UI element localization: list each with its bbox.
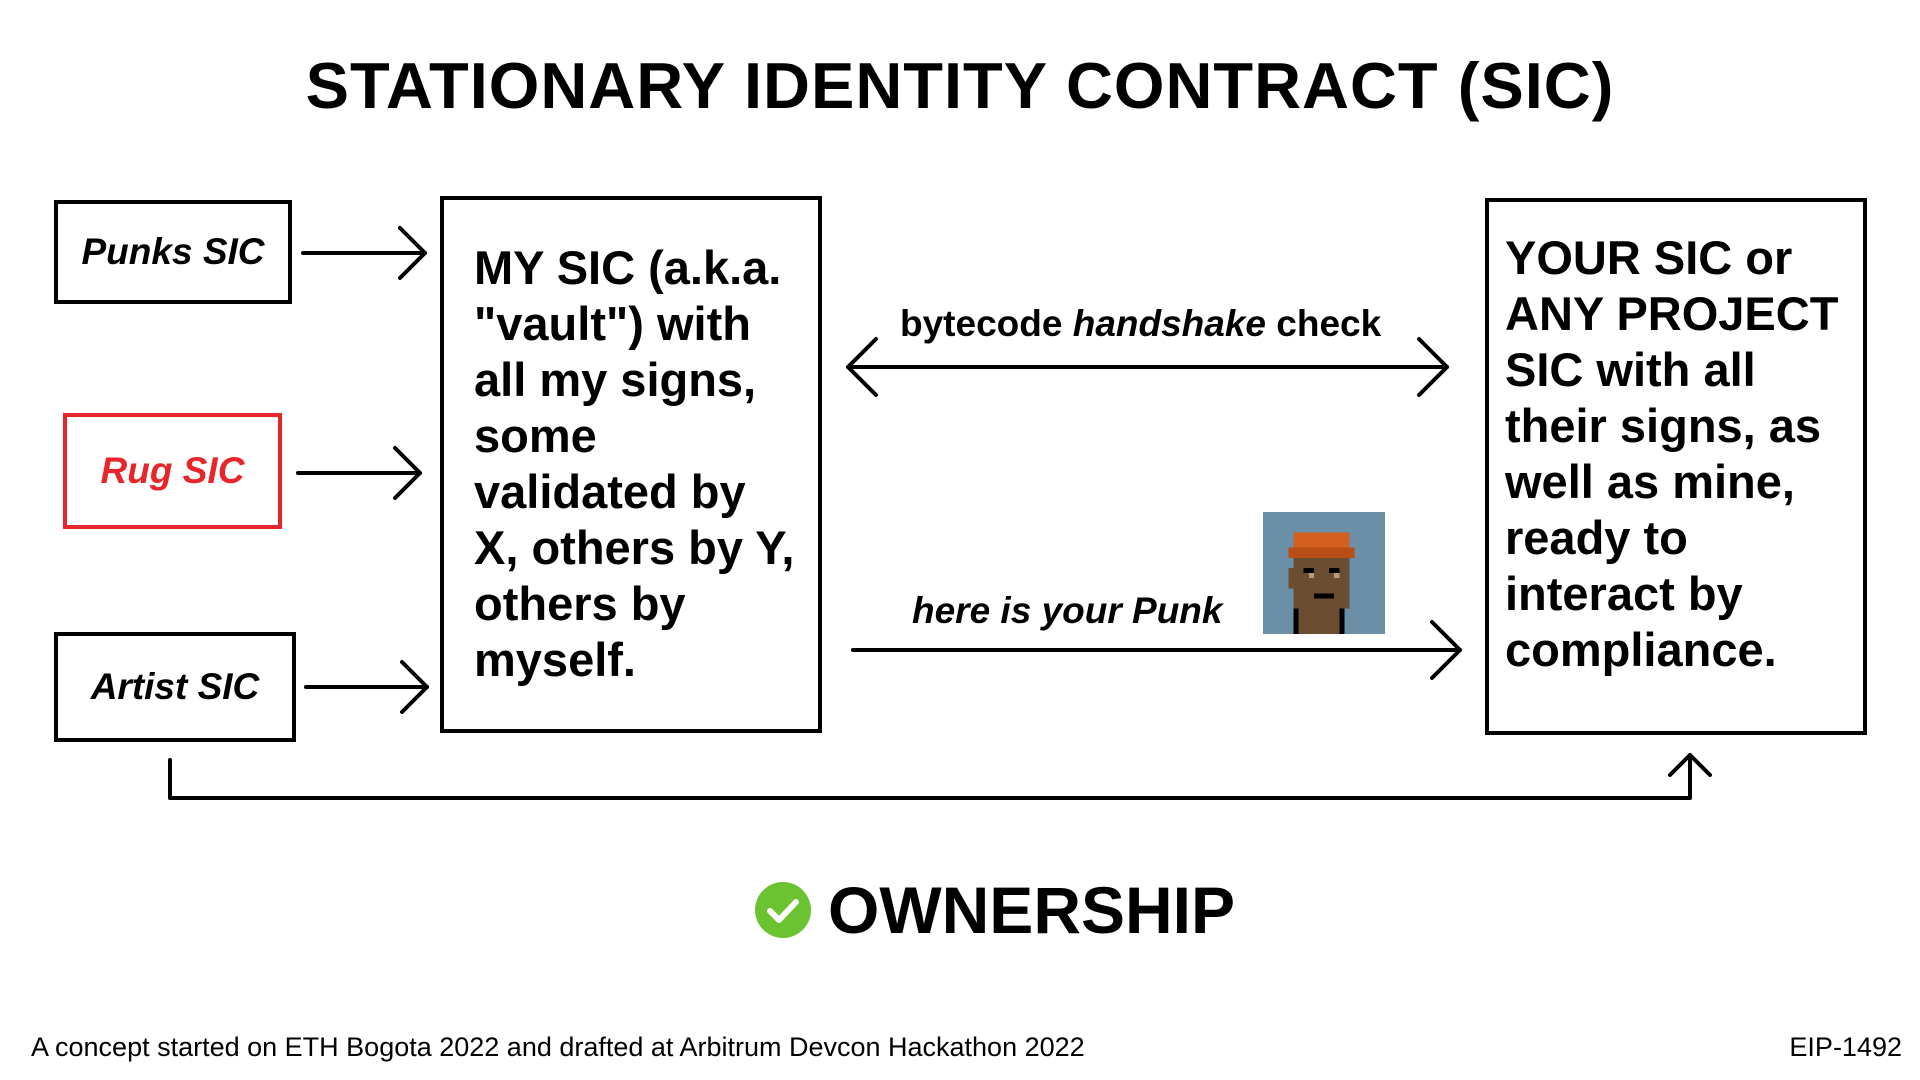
your-sic-box: YOUR SIC or ANY PROJECT SIC with all the… [1485, 198, 1867, 735]
punk-avatar-icon [1263, 512, 1385, 634]
your-sic-text: YOUR SIC or ANY PROJECT SIC with all the… [1505, 231, 1839, 676]
punk-label: here is your Punk [912, 590, 1223, 631]
eip-number: EIP-1492 [1789, 1032, 1902, 1062]
handshake-emphasis: handshake [1072, 303, 1267, 344]
punk-transfer-arrow [851, 620, 1462, 680]
rug-sic-label: Rug SIC [100, 450, 245, 491]
my-sic-text: MY SIC (a.k.a. "vault") with all my sign… [474, 241, 795, 686]
handshake-double-arrow [846, 337, 1449, 397]
cryptopunk-avatar [1263, 512, 1385, 634]
punks-sic-box: Punks SIC [54, 200, 292, 304]
arrow-rug-to-my-sic [296, 446, 422, 500]
ownership-label: OWNERSHIP [828, 873, 1236, 947]
artist-sic-box: Artist SIC [54, 632, 296, 742]
handshake-before: bytecode [900, 303, 1073, 344]
ownership-row: OWNERSHIP [754, 872, 1235, 948]
rug-sic-box: Rug SIC [63, 413, 282, 529]
arrow-punks-to-my-sic [301, 226, 427, 280]
artist-sic-label: Artist SIC [90, 666, 260, 707]
my-sic-box: MY SIC (a.k.a. "vault") with all my sign… [440, 196, 822, 733]
ownership-connector-arrow [168, 753, 1712, 800]
handshake-label: bytecode handshake check [900, 303, 1381, 345]
punks-sic-label: Punks SIC [81, 231, 265, 272]
page-title: STATIONARY IDENTITY CONTRACT (SIC) [305, 49, 1615, 122]
footer-note: A concept started on ETH Bogota 2022 and… [31, 1032, 1085, 1062]
handshake-after: check [1266, 303, 1382, 344]
arrow-artist-to-my-sic [304, 660, 429, 714]
check-circle-icon [755, 882, 811, 938]
